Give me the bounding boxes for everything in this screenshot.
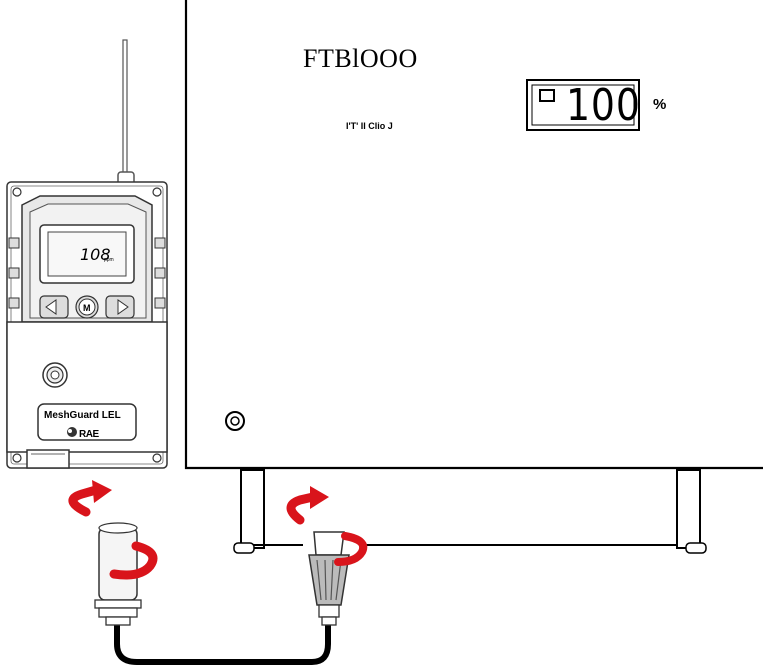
monitor-display-unit: ppm	[104, 257, 114, 263]
monitor-brand: RAE	[79, 429, 99, 440]
rotate-arrow-icon-left-top	[68, 480, 112, 517]
calibrator-display-reading: 100	[566, 80, 641, 131]
calibrator-sub-label: I'T' II Clio J	[346, 121, 393, 131]
calibrator-unit	[184, 0, 763, 554]
monitor-adapter	[94, 522, 142, 626]
antenna	[117, 39, 135, 197]
calibrator-stand	[233, 469, 707, 554]
svg-text:M: M	[83, 303, 91, 313]
mode-button: M	[75, 295, 99, 319]
rotate-arrow-icon-right-top	[286, 486, 329, 525]
monitor-name-plate: MeshGuard LEL	[44, 410, 121, 421]
rae-logo-icon	[67, 427, 77, 437]
calibrator-model-label: FTBlOOO	[303, 44, 418, 73]
right-button	[105, 295, 135, 319]
calibrator-display	[526, 79, 640, 131]
monitor-device: M	[6, 39, 168, 469]
calibration-hose	[114, 617, 331, 665]
rotate-arrow-icon-left-bottom	[109, 541, 158, 580]
sensor-port-icon	[42, 362, 68, 388]
rotate-arrow-icon-right-bottom	[334, 532, 368, 566]
left-button	[39, 295, 69, 319]
calibrator-knob-icon	[225, 411, 245, 431]
calibrator-adapter	[308, 531, 350, 626]
monitor-display-reading: 108	[80, 245, 111, 264]
calibrator-display-unit: %	[653, 96, 667, 113]
